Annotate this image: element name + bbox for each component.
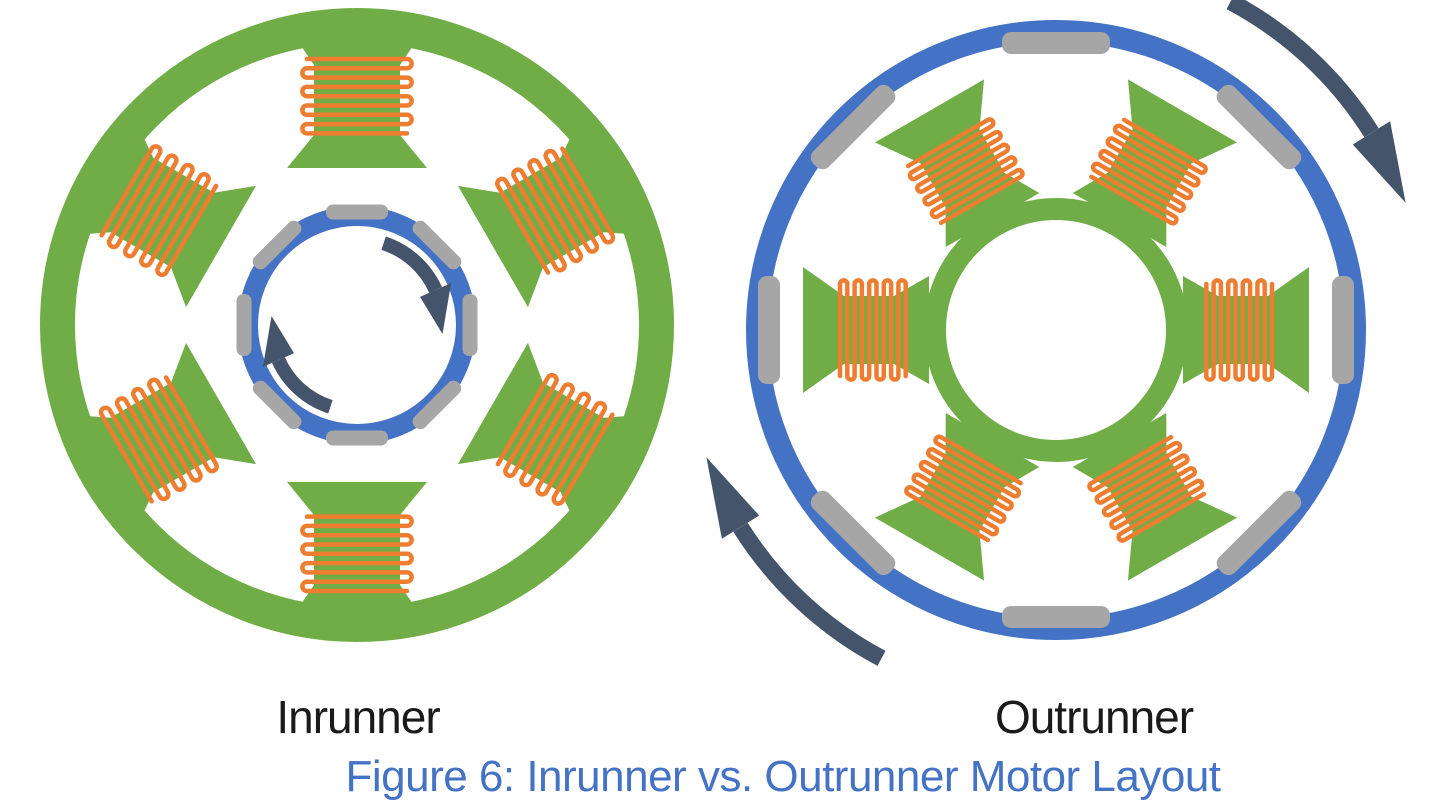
inrunner-diagram — [40, 8, 674, 642]
rotor-magnet — [1212, 81, 1305, 174]
stator-pole-bottom — [287, 482, 427, 613]
rotor-magnet — [1002, 606, 1110, 628]
rotor-magnet — [462, 294, 478, 356]
stator-pole-right — [1183, 267, 1309, 393]
rotor-magnet — [1002, 32, 1110, 54]
stator-hub — [924, 198, 1188, 462]
stator-pole-upper-left — [875, 79, 1047, 251]
outrunner-label: Outrunner — [994, 691, 1194, 743]
rotor-ring — [746, 20, 1366, 640]
stator-pole-top — [287, 37, 427, 168]
stator-ring — [40, 8, 674, 642]
rotor-magnet — [807, 486, 900, 579]
stator-pole-upper-right — [1065, 79, 1237, 251]
rotor-magnet — [758, 276, 780, 384]
rotor-magnet — [236, 294, 252, 356]
stator-pole-lower-left — [875, 408, 1047, 580]
rotor-magnet — [1212, 486, 1305, 579]
stator-pole-left — [803, 267, 929, 393]
stator-pole-lower-right — [1065, 408, 1237, 580]
figure-caption: Figure 6: Inrunner vs. Outrunner Motor L… — [345, 752, 1221, 801]
rotor-magnet — [326, 430, 388, 446]
rotor-magnet — [807, 81, 900, 174]
inrunner-label: Inrunner — [276, 691, 440, 743]
rotor-magnet — [1332, 276, 1354, 384]
outrunner-diagram — [636, 0, 1444, 750]
rotor-magnet — [326, 204, 388, 220]
